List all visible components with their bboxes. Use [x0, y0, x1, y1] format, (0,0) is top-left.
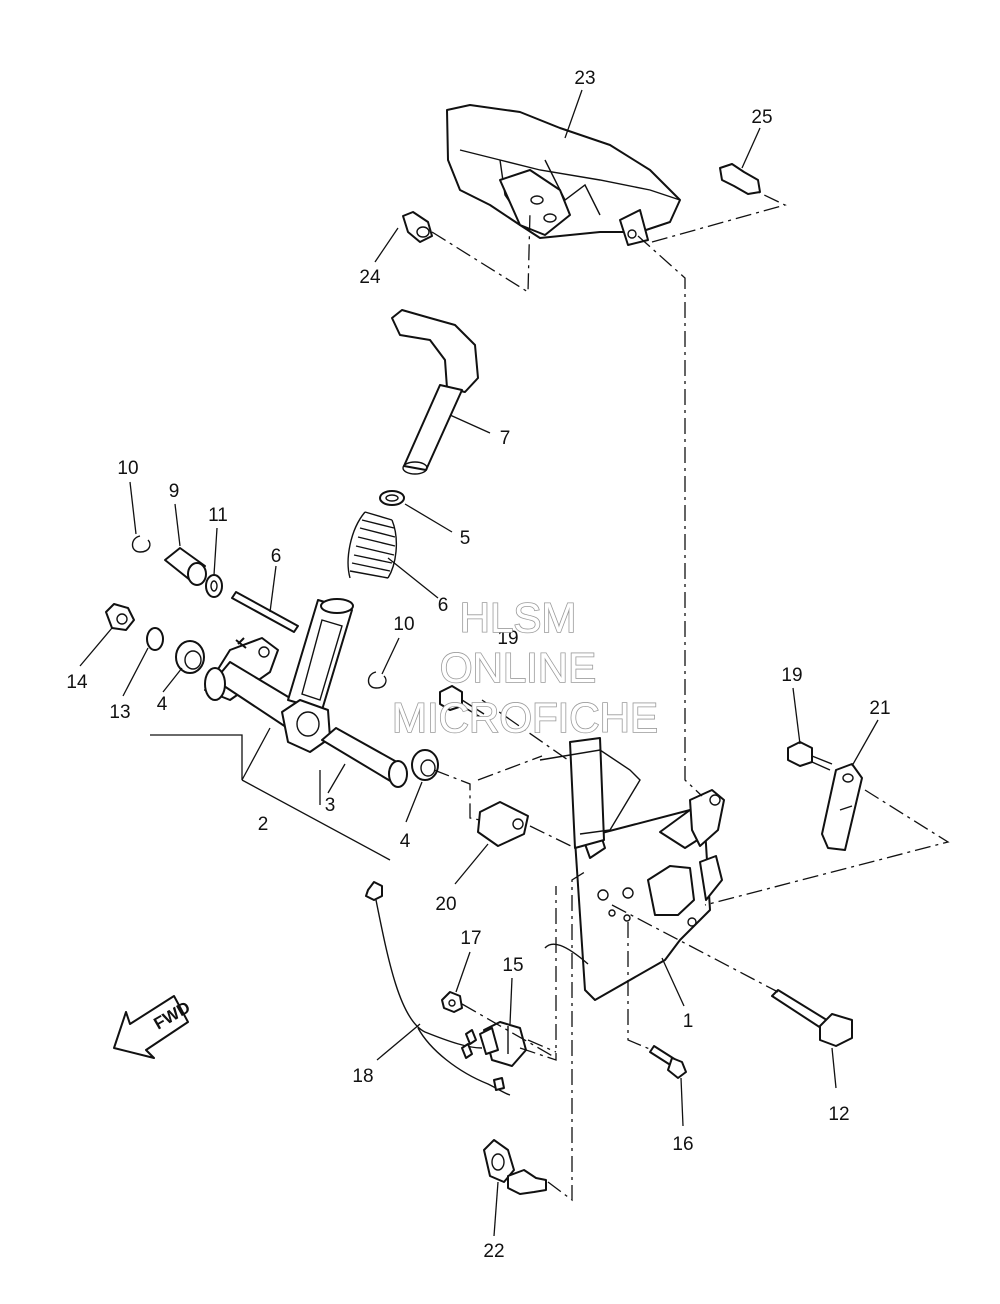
callout-23: 23 — [574, 68, 595, 89]
watermark-line-2: ONLINE — [440, 644, 596, 691]
part-19-bolt-b — [787, 741, 833, 771]
fwd-arrow-icon: FWD — [113, 995, 194, 1059]
part-10-circlip-a — [131, 535, 151, 553]
callout-6: 6 — [438, 595, 449, 616]
part-3-sleeve — [321, 727, 408, 788]
callout-18: 18 — [352, 1066, 373, 1087]
assembly-lines — [431, 191, 950, 1202]
callout-11: 11 — [208, 505, 228, 526]
part-20-clamp — [477, 801, 529, 847]
callout-25: 25 — [751, 107, 772, 128]
part-23-cover — [446, 104, 681, 246]
part-9-collar — [164, 547, 207, 586]
part-21-plate — [821, 763, 863, 851]
part-2-shaft-assembly — [204, 598, 354, 753]
part-4-bush-a — [175, 640, 205, 674]
part-22-clip — [483, 1139, 547, 1195]
callout-19-b: 19 — [781, 665, 802, 686]
callout-4-b: 4 — [400, 831, 411, 852]
callout-4-a: 4 — [157, 694, 168, 715]
watermark: HLSM ONLINE MICROFICHE — [391, 593, 659, 742]
callout-7: 7 — [500, 428, 511, 449]
watermark-line-1: HLSM — [460, 594, 577, 641]
part-15-switch — [479, 1021, 527, 1067]
part-13-washer — [146, 627, 164, 651]
part-7-lever — [391, 309, 479, 475]
callout-14: 14 — [66, 672, 88, 693]
part-4-bush-b — [411, 749, 439, 781]
callout-10-a: 10 — [117, 458, 138, 479]
part-12-bolt — [771, 989, 853, 1047]
part-25-rivet — [719, 163, 761, 195]
callout-5: 5 — [460, 528, 471, 549]
part-10-circlip-b — [367, 671, 387, 689]
callout-13: 13 — [109, 702, 130, 723]
callout-2: 2 — [258, 814, 269, 835]
callout-17: 17 — [460, 928, 481, 949]
callout-8: 6 — [271, 546, 282, 567]
part-1-bracket — [539, 737, 725, 1001]
part-19-bolt-a — [439, 685, 485, 719]
part-24-clip — [402, 211, 433, 243]
callout-12: 12 — [828, 1104, 849, 1125]
callout-20: 20 — [435, 894, 456, 915]
watermark-line-3: MICROFICHE — [392, 694, 658, 741]
callout-21: 21 — [869, 698, 890, 719]
part-8-pin — [231, 591, 299, 633]
callout-9: 9 — [169, 481, 180, 502]
callout-24: 24 — [359, 267, 381, 288]
callout-15: 15 — [502, 955, 523, 976]
part-16-screw — [649, 1045, 687, 1079]
part-14-nut — [105, 603, 135, 631]
part-5-washer — [379, 490, 405, 506]
callout-1: 1 — [683, 1011, 694, 1032]
part-6-spring — [347, 511, 398, 579]
callout-16: 16 — [672, 1134, 693, 1155]
part-11-washer — [205, 574, 223, 598]
callout-3: 3 — [325, 795, 336, 816]
leader-lines — [79, 89, 879, 1237]
part-17-nut — [441, 991, 463, 1013]
callout-19-a: 19 — [497, 628, 518, 649]
callout-numbers: 23 25 24 7 10 9 11 5 6 6 10 19 19 14 4 2… — [66, 68, 890, 1262]
callout-10-b: 10 — [393, 614, 414, 635]
callout-22: 22 — [483, 1241, 504, 1262]
